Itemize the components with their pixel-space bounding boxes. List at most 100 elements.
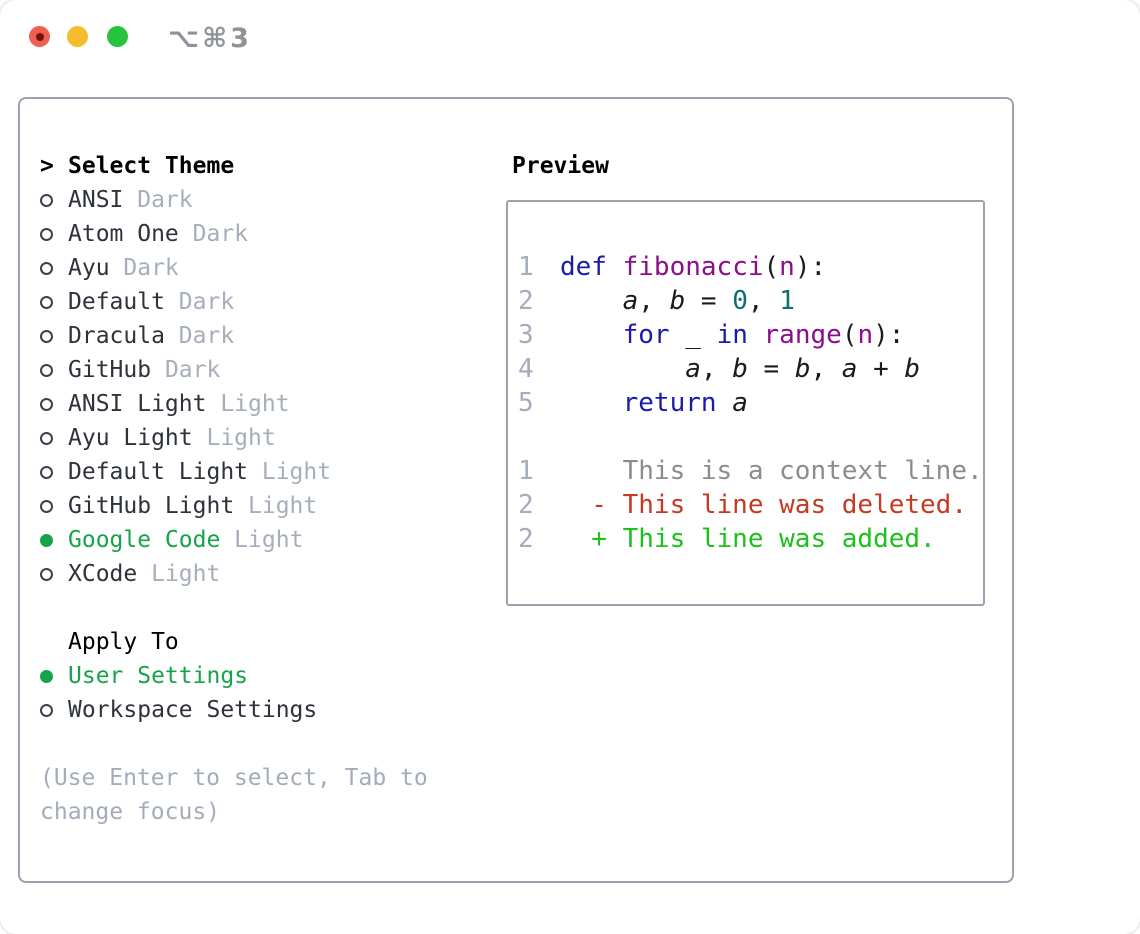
theme-option-google-code[interactable]: Google Code Light bbox=[40, 523, 500, 557]
radio-selected-icon bbox=[40, 669, 68, 683]
token-kwd: for bbox=[622, 320, 670, 350]
token-pln: , bbox=[810, 354, 842, 384]
theme-option-atom-one[interactable]: Atom One Dark bbox=[40, 217, 500, 251]
theme-option-default-light[interactable]: Default Light Light bbox=[40, 455, 500, 489]
token-pln: , bbox=[747, 286, 780, 316]
theme-option-github[interactable]: GitHub Dark bbox=[40, 353, 500, 387]
select-theme-header: > Select Theme bbox=[40, 149, 500, 183]
close-dot-icon bbox=[35, 32, 44, 41]
radio-icon bbox=[40, 567, 68, 581]
code-tokens: a, b = 0, 1 bbox=[560, 284, 795, 318]
theme-option-label: Atom One bbox=[68, 221, 179, 247]
radio-circle-glyph bbox=[40, 227, 53, 241]
token-pln: = bbox=[747, 354, 795, 384]
line-number: 1 bbox=[518, 456, 534, 486]
radio-icon bbox=[40, 397, 68, 411]
theme-option-label: Ayu Light bbox=[68, 425, 193, 451]
theme-option-label: Google Code bbox=[68, 527, 221, 553]
apply-option-workspace-settings[interactable]: Workspace Settings bbox=[40, 693, 500, 727]
token-var: b bbox=[669, 286, 686, 316]
theme-variant-label: Dark bbox=[109, 255, 179, 281]
theme-option-ansi[interactable]: ANSI Dark bbox=[40, 183, 500, 217]
code-tokens: return a bbox=[560, 386, 748, 420]
code-line: 4 a, b = b, a + b bbox=[518, 352, 983, 386]
code-tokens: a, b = b, a + b bbox=[560, 352, 920, 386]
minimize-button[interactable] bbox=[67, 26, 88, 47]
token-var: a bbox=[732, 388, 748, 418]
theme-option-label: Default Light bbox=[68, 459, 249, 485]
blank-line bbox=[518, 420, 983, 454]
token-var: b bbox=[794, 354, 811, 384]
diff-line-context: 1 This is a context line. bbox=[518, 454, 983, 488]
token-pln: + bbox=[857, 354, 905, 384]
theme-option-label: GitHub Light bbox=[68, 493, 235, 519]
radio-icon bbox=[40, 363, 68, 377]
token-fn: n bbox=[857, 320, 874, 350]
diff-line-added: 2 + This line was added. bbox=[518, 522, 983, 556]
radio-circle-glyph bbox=[40, 669, 53, 683]
token-pln: , bbox=[700, 354, 733, 384]
theme-variant-label: Dark bbox=[123, 187, 193, 213]
radio-icon bbox=[40, 193, 68, 207]
close-button[interactable] bbox=[29, 26, 50, 47]
window-title: ⌥⌘3 bbox=[168, 23, 252, 54]
theme-option-ansi-light[interactable]: ANSI Light Light bbox=[40, 387, 500, 421]
theme-option-dracula[interactable]: Dracula Dark bbox=[40, 319, 500, 353]
token-pln bbox=[717, 388, 733, 418]
caret-glyph: > bbox=[40, 153, 54, 179]
token-pln: _ bbox=[669, 320, 717, 350]
theme-option-label: Default bbox=[68, 289, 165, 315]
radio-circle-glyph bbox=[40, 261, 53, 275]
theme-option-default[interactable]: Default Dark bbox=[40, 285, 500, 319]
theme-variant-label: Light bbox=[234, 493, 318, 519]
token-kwd: return bbox=[622, 388, 717, 418]
token-var: a bbox=[622, 286, 639, 316]
focus-caret-icon: > bbox=[40, 153, 68, 179]
radio-circle-glyph bbox=[40, 703, 53, 717]
code-line: 2 a, b = 0, 1 bbox=[518, 284, 983, 318]
diff-text: This is a context line. bbox=[560, 456, 983, 486]
token-num: 0 bbox=[732, 286, 748, 316]
theme-option-github-light[interactable]: GitHub Light Light bbox=[40, 489, 500, 523]
code-line: 3 for _ in range(n): bbox=[518, 318, 983, 352]
radio-icon bbox=[40, 295, 68, 309]
theme-variant-label: Dark bbox=[151, 357, 221, 383]
apply-option-label: Workspace Settings bbox=[68, 697, 318, 723]
theme-option-ayu-light[interactable]: Ayu Light Light bbox=[40, 421, 500, 455]
theme-option-label: ANSI Light bbox=[68, 391, 207, 417]
token-fn: n bbox=[779, 252, 795, 282]
token-pln bbox=[560, 354, 685, 384]
token-pln: , bbox=[638, 286, 670, 316]
theme-option-xcode[interactable]: XCode Light bbox=[40, 557, 500, 591]
theme-variant-label: Light bbox=[137, 561, 221, 587]
diff-line-deleted: 2 - This line was deleted. bbox=[518, 488, 983, 522]
radio-circle-glyph bbox=[40, 465, 53, 479]
theme-variant-label: Light bbox=[206, 391, 290, 417]
radio-circle-glyph bbox=[40, 329, 53, 343]
code-tokens: def fibonacci(n): bbox=[560, 250, 826, 284]
radio-icon bbox=[40, 499, 68, 513]
apply-option-user-settings[interactable]: User Settings bbox=[40, 659, 500, 693]
theme-option-ayu[interactable]: Ayu Dark bbox=[40, 251, 500, 285]
token-kwd: in bbox=[716, 320, 748, 350]
line-number: 2 bbox=[518, 490, 534, 520]
token-kwd: def bbox=[560, 252, 623, 282]
token-pln bbox=[748, 320, 764, 350]
line-number: 2 bbox=[518, 286, 534, 316]
token-pln bbox=[560, 388, 623, 418]
theme-option-label: ANSI bbox=[68, 187, 124, 213]
preview-title: Preview bbox=[512, 153, 609, 179]
radio-icon bbox=[40, 227, 68, 241]
diff-text: - This line was deleted. bbox=[560, 490, 967, 520]
zoom-button[interactable] bbox=[107, 26, 128, 47]
titlebar: ⌥⌘3 bbox=[0, 0, 1140, 76]
theme-option-label: XCode bbox=[68, 561, 138, 587]
radio-circle-glyph bbox=[40, 193, 53, 207]
radio-circle-glyph bbox=[40, 295, 53, 309]
